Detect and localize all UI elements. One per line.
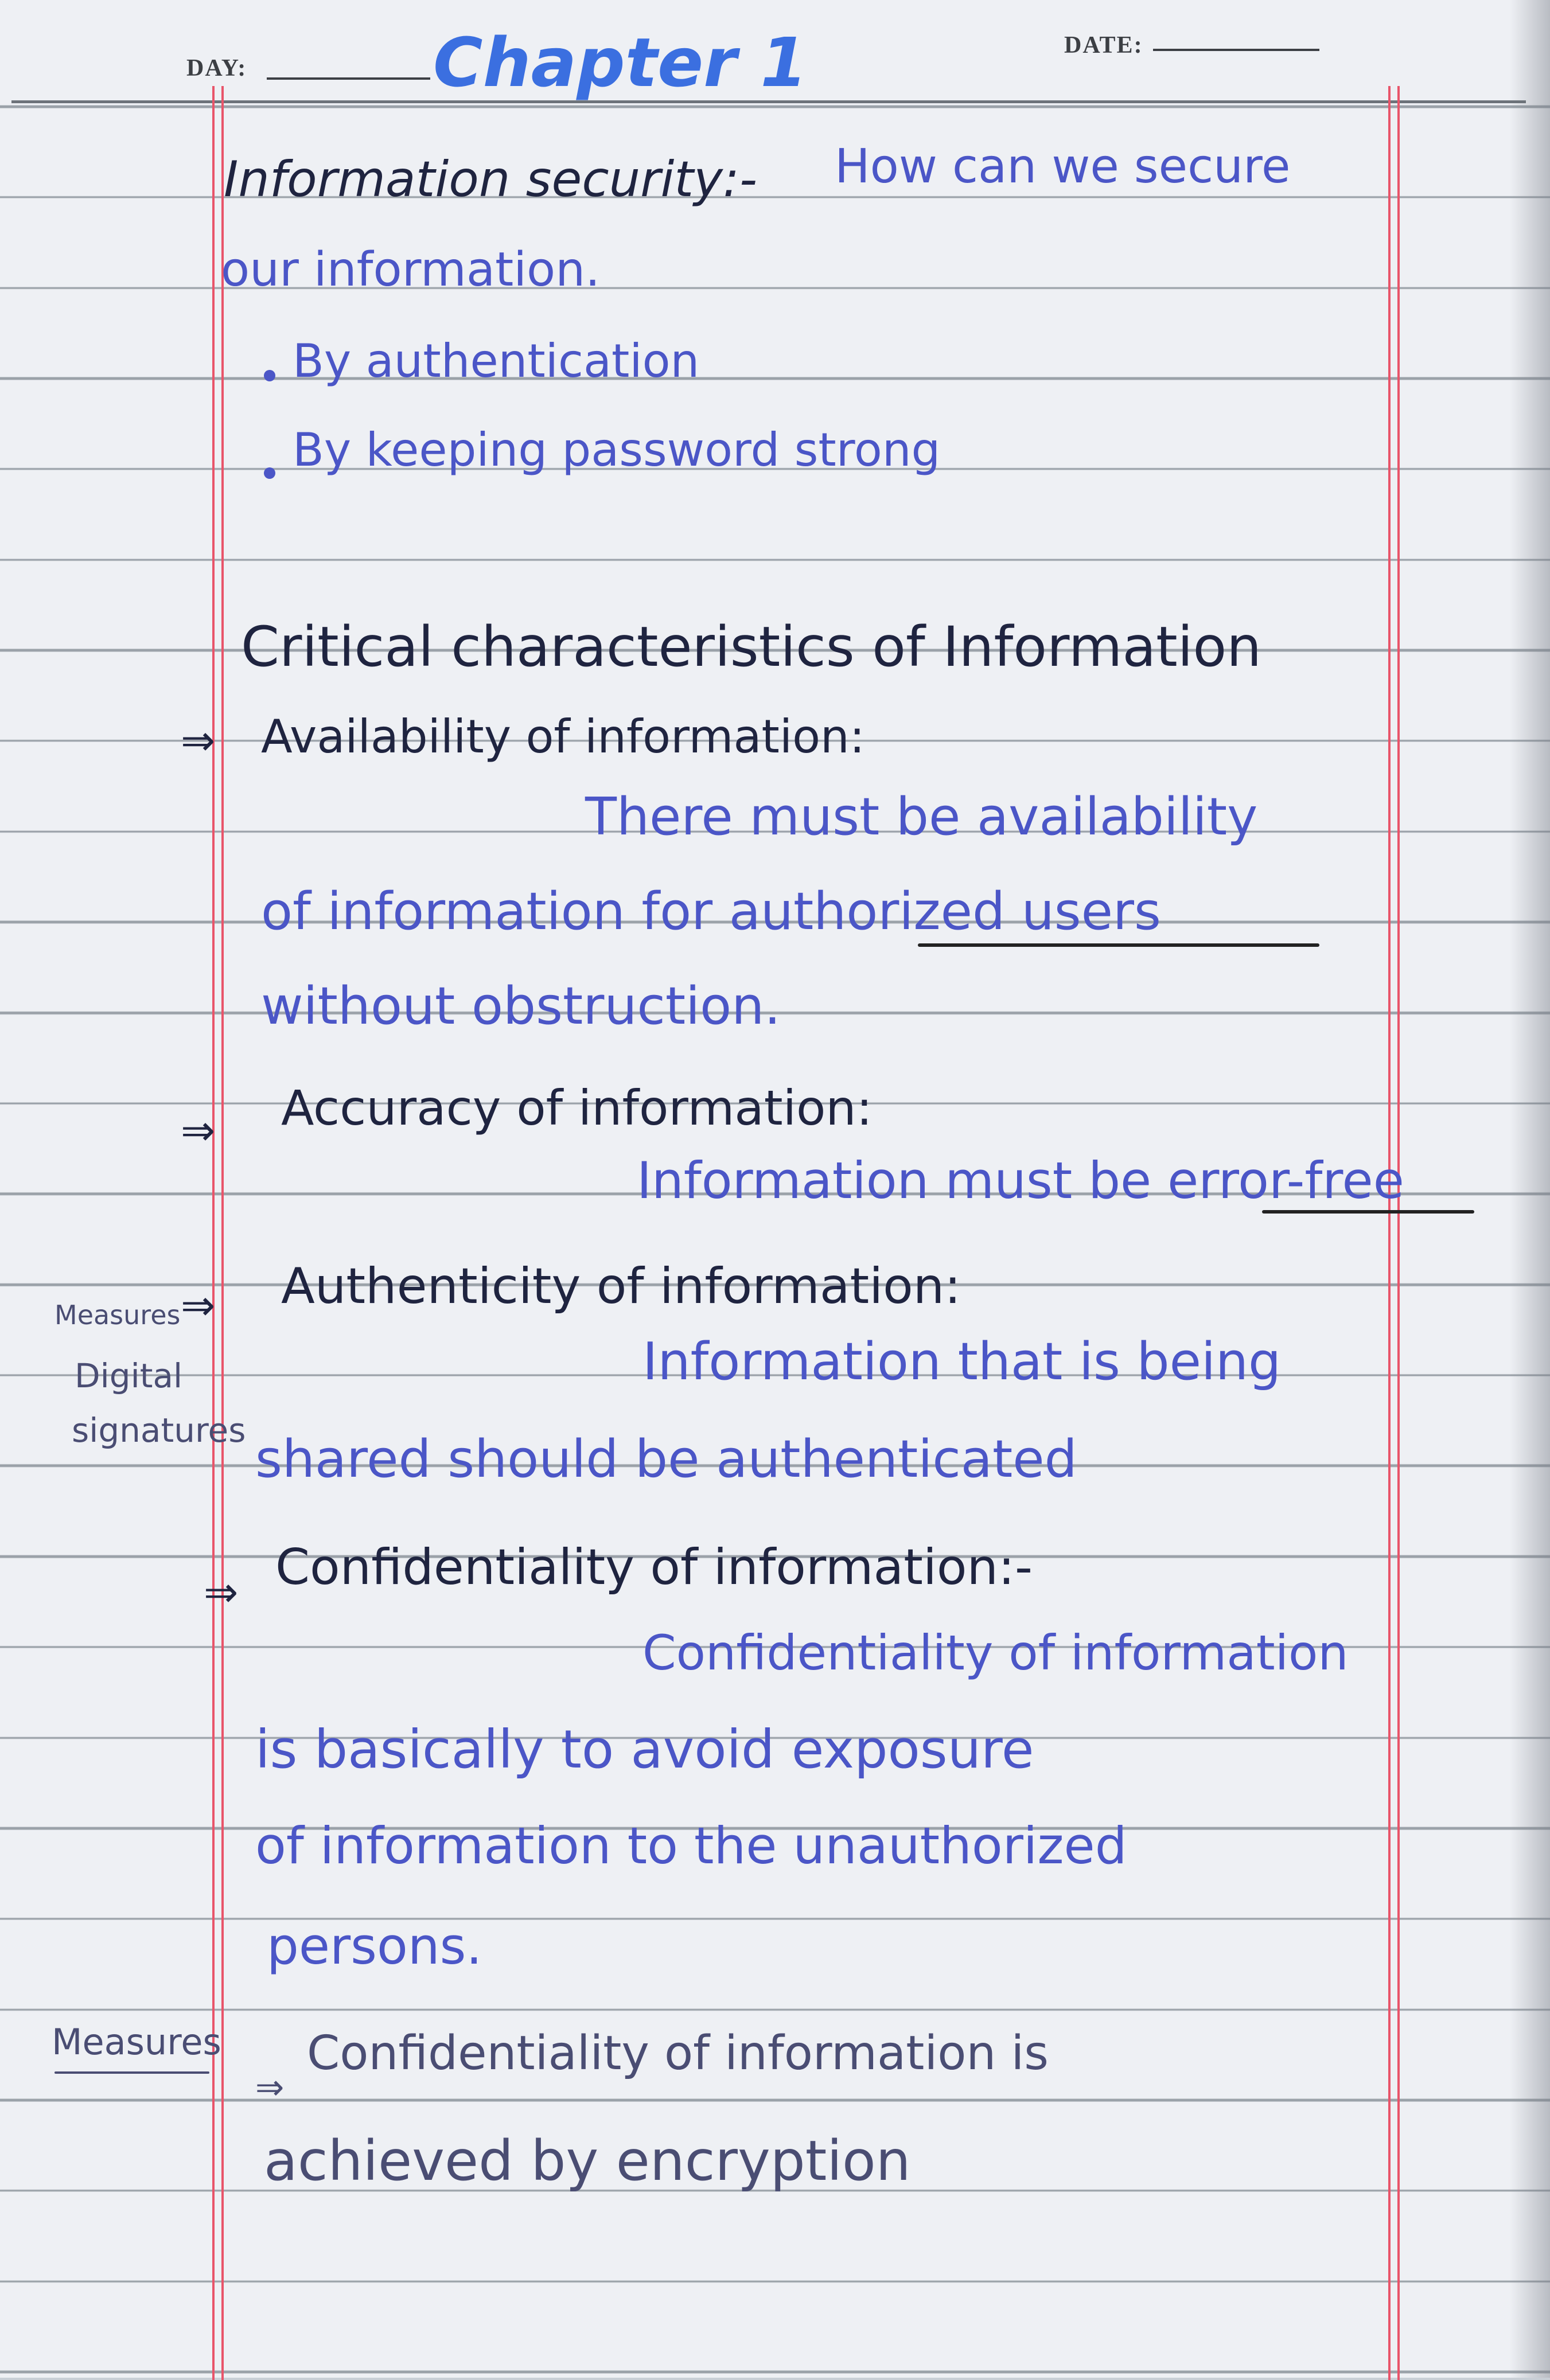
intro-text-1: How can we secure — [835, 139, 1291, 194]
left-margin-line — [212, 86, 215, 2380]
margin-note-digital: Digital — [75, 1356, 183, 1395]
arrow-icon: ⇒ — [204, 1568, 239, 1616]
right-margin-line-2 — [1397, 86, 1400, 2380]
intro-bullet-1: By authentication — [293, 334, 700, 388]
date-field-line — [1153, 49, 1319, 51]
bullet-dot — [264, 467, 275, 479]
arrow-icon: ⇒ — [181, 1281, 216, 1329]
page-edge-shadow — [1510, 0, 1550, 2378]
day-field-line — [267, 77, 430, 80]
arrow-icon: ⇒ — [255, 2067, 285, 2108]
measures-underline — [54, 2071, 209, 2074]
arrow-icon: ⇒ — [181, 716, 216, 764]
authenticity-heading: Authenticity of information: — [281, 1258, 961, 1315]
measures-line-2: achieved by encryption — [264, 2129, 911, 2193]
bullet-dot — [264, 370, 275, 381]
page-title: Chapter 1 — [433, 23, 808, 102]
measures-line-1: Confidentiality of information is — [307, 2026, 1049, 2081]
header-rule — [11, 100, 1526, 103]
intro-heading: Information security:- — [224, 151, 758, 208]
confidentiality-line-3: of information to the unauthorized — [255, 1816, 1127, 1875]
authorized-users-underline — [918, 943, 1319, 947]
confidentiality-line-1: Confidentiality of information — [642, 1625, 1349, 1681]
right-margin-line — [1388, 86, 1391, 2380]
intro-bullet-2: By keeping password strong — [293, 423, 941, 477]
day-label: DAY: — [186, 55, 247, 81]
confidentiality-heading: Confidentiality of information:- — [275, 1539, 1033, 1596]
availability-line-2: of information for authorized users — [261, 881, 1161, 942]
intro-text-2: our information. — [221, 243, 601, 297]
accuracy-line-1: Information must be error-free — [637, 1151, 1404, 1210]
arrow-icon: ⇒ — [181, 1106, 216, 1154]
margin-note-signatures: signatures — [72, 1411, 246, 1450]
availability-line-3: without obstruction. — [261, 976, 781, 1036]
authenticity-line-2: shared should be authenticated — [255, 1429, 1077, 1489]
margin-note-measures-2: Measures — [52, 2021, 221, 2063]
date-label: DATE: — [1064, 32, 1143, 58]
left-margin-line-2 — [221, 86, 224, 2380]
section-title: Critical characteristics of Information — [241, 615, 1262, 679]
confidentiality-line-4: persons. — [267, 1917, 482, 1976]
accuracy-heading: Accuracy of information: — [281, 1080, 873, 1136]
margin-note-measures: Measures — [54, 1300, 181, 1331]
confidentiality-line-2: is basically to avoid exposure — [255, 1719, 1034, 1780]
error-free-underline — [1262, 1210, 1474, 1214]
authenticity-line-1: Information that is being — [642, 1332, 1282, 1392]
availability-heading: Availability of information: — [261, 710, 865, 763]
availability-line-1: There must be availability — [585, 787, 1258, 847]
